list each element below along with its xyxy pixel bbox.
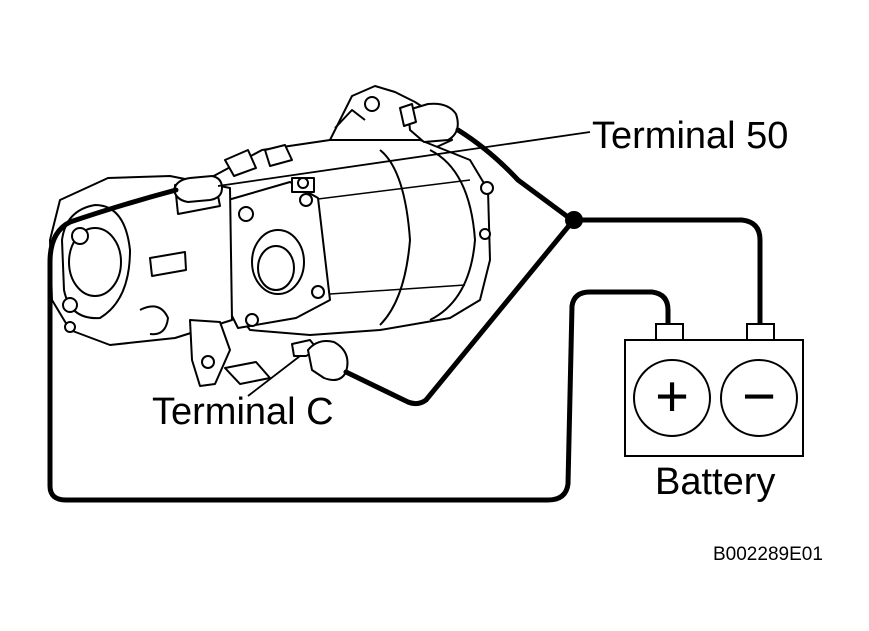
terminal-50-label: Terminal 50 bbox=[592, 115, 788, 157]
leader-terminal-50 bbox=[217, 131, 591, 187]
lead-terminal-50-to-positive bbox=[47, 187, 671, 503]
battery-negative-cell bbox=[720, 359, 798, 437]
leader-terminal-c bbox=[247, 355, 301, 397]
battery-negative-sign: − bbox=[742, 364, 776, 429]
leader-lines bbox=[217, 131, 591, 397]
test-leads bbox=[47, 127, 763, 503]
lead-top-to-junction bbox=[455, 127, 575, 223]
starter-motor-illustration bbox=[49, 85, 494, 387]
lead-junction-to-negative bbox=[569, 217, 763, 333]
figure-code: B002289E01 bbox=[713, 544, 823, 565]
battery-positive-post bbox=[655, 323, 684, 341]
battery-positive-sign: + bbox=[655, 364, 689, 429]
battery bbox=[624, 323, 804, 457]
terminal-c-label: Terminal C bbox=[152, 391, 334, 433]
battery-label: Battery bbox=[655, 461, 775, 503]
wire-junction-dot bbox=[565, 211, 583, 229]
battery-negative-post bbox=[746, 323, 775, 341]
battery-positive-cell bbox=[633, 359, 711, 437]
lead-junction-to-terminal-c bbox=[343, 219, 575, 407]
